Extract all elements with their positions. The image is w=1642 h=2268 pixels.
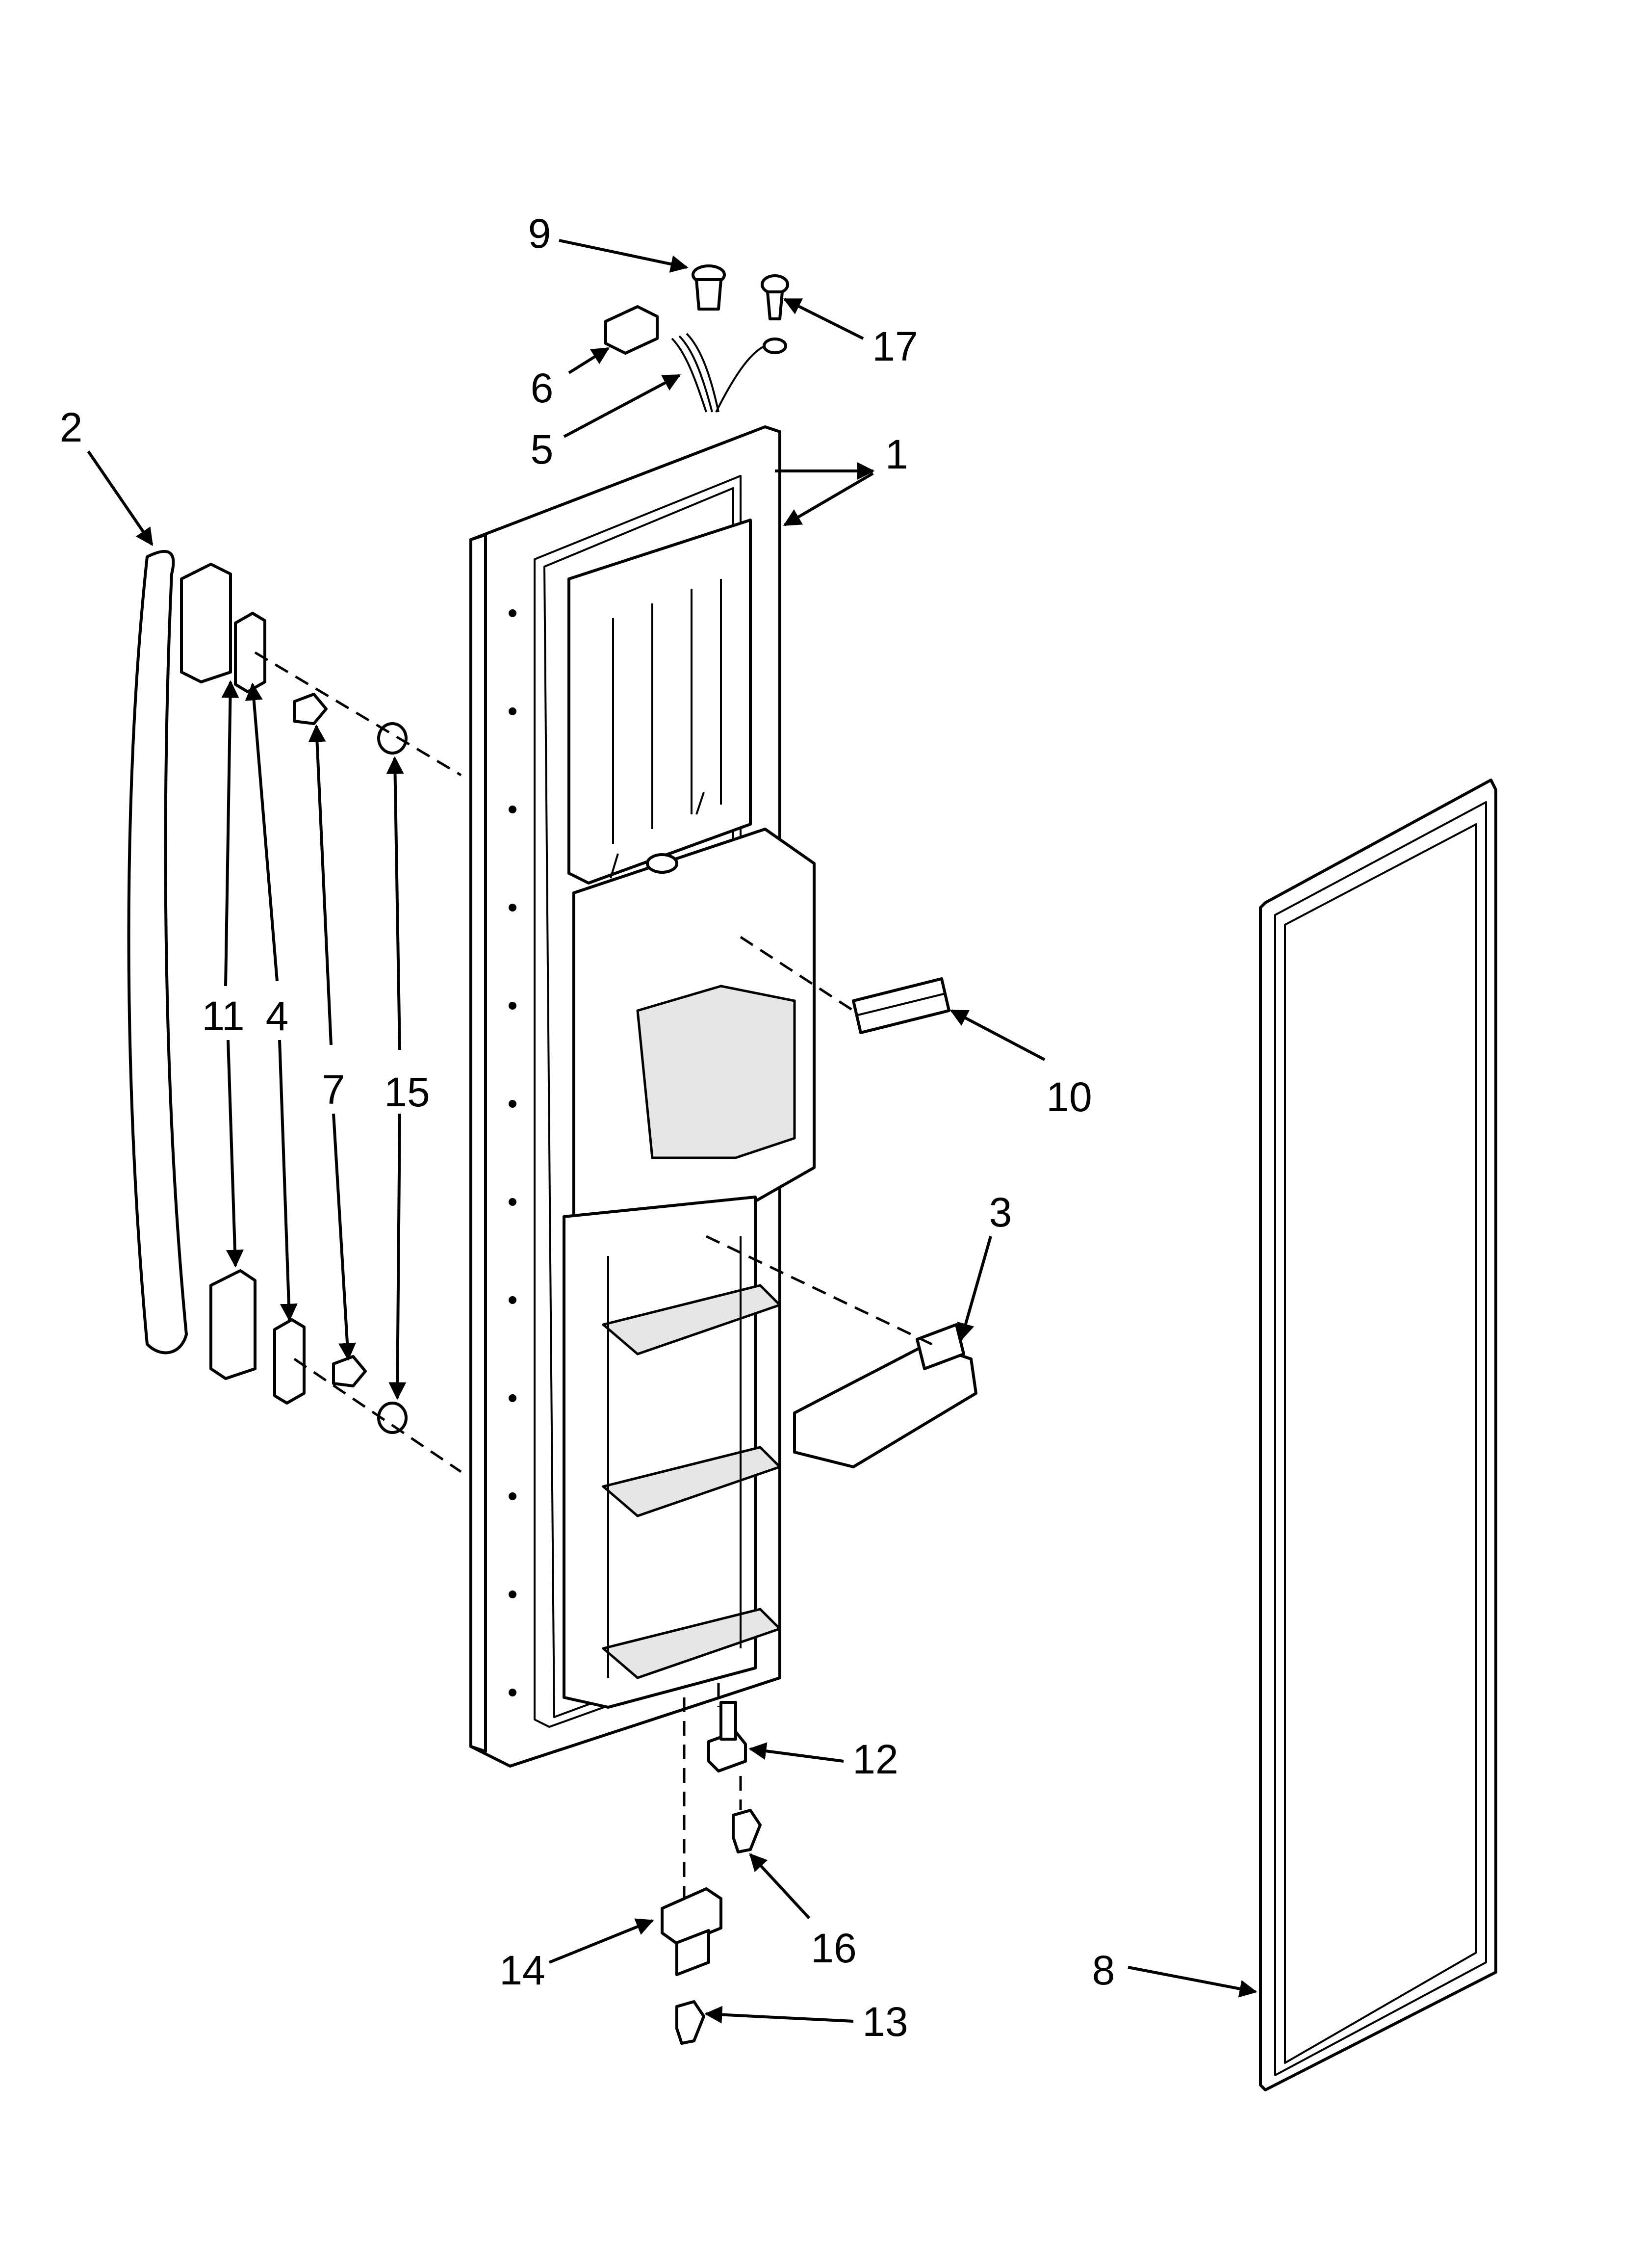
callout-6: 6 [531,365,554,411]
callout-11: 11 [202,993,244,1039]
dispenser-pad [852,977,950,1034]
callout-8: 8 [1092,1947,1115,1993]
callout-10: 10 [1046,1074,1092,1120]
door-gasket [1259,779,1497,2091]
handle-cap-top [180,563,232,683]
door-panel [469,425,816,1768]
callout-1: 1 [885,431,908,477]
bracket-screw [675,2000,705,2045]
leader-lines [87,239,1257,2024]
hinge-bracket [661,1887,722,1976]
callout-5: 5 [531,426,554,472]
callout-3: 3 [989,1189,1012,1235]
ground-screw [761,274,789,320]
switch-button [692,264,726,311]
callout-12: 12 [852,1736,898,1782]
door-rail-holes [509,609,516,1696]
callout-16: 16 [811,1925,856,1971]
door-handle [127,550,188,1355]
callout-14: 14 [499,1947,545,1993]
wire-harness [671,333,787,413]
handle-plug-bottom [377,1402,408,1434]
door-bin [793,1323,977,1468]
hinge-screw [732,1809,762,1853]
handle-bracket-top [234,612,266,693]
callout-13: 13 [862,1999,908,2045]
hinge-pin [707,1701,747,1773]
callout-4: 4 [266,993,289,1039]
handle-screw-top [293,693,328,725]
callout-9: 9 [528,210,551,257]
handle-screw-bottom [332,1355,367,1387]
callout-7: 7 [322,1067,345,1113]
callout-15: 15 [384,1069,430,1115]
switch [604,305,659,355]
callout-2: 2 [60,404,83,450]
callout-17: 17 [872,323,918,369]
handle-cap-bottom [209,1269,257,1380]
